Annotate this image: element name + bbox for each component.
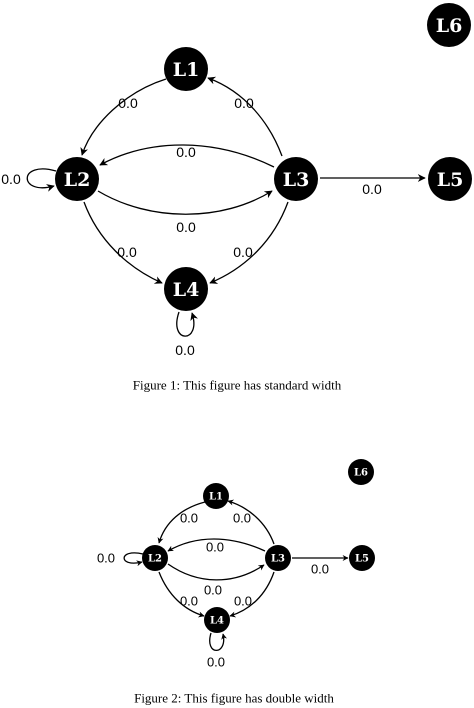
edge-label-l1-l2: 0.0 xyxy=(180,511,198,526)
node-l5: L5 xyxy=(349,545,375,571)
node-label-l3: L3 xyxy=(283,169,310,191)
node-label-l1: L1 xyxy=(209,492,223,503)
edge-l2-l2 xyxy=(123,552,144,567)
edge-l3-l1 xyxy=(227,499,275,545)
edge-label-l3-l1: 0.0 xyxy=(233,511,251,526)
edge-l2-l4 xyxy=(158,571,205,618)
node-l3: L3 xyxy=(274,157,318,201)
edge-label-l2-l3: 0.0 xyxy=(176,219,196,235)
edge-l3-l4 xyxy=(209,201,289,284)
edge-l2-l4 xyxy=(83,201,163,284)
node-label-l2: L2 xyxy=(148,554,162,565)
edge-l1-l2 xyxy=(80,78,167,156)
node-l6: L6 xyxy=(348,459,374,485)
edge-label-l3-l2: 0.0 xyxy=(206,540,224,555)
node-l1: L1 xyxy=(203,483,229,509)
edge-label-l3-l4: 0.0 xyxy=(233,244,253,260)
node-label-l1: L1 xyxy=(173,59,200,81)
edge-l4-l4 xyxy=(209,632,228,651)
edge-label-l2-l4: 0.0 xyxy=(180,594,198,609)
edge-label-l2-l3: 0.0 xyxy=(204,583,222,598)
edge-label-l2-l2: 0.0 xyxy=(97,551,115,566)
edge-l3-l1 xyxy=(207,76,283,157)
edge-l1-l2 xyxy=(157,501,206,544)
edge-label-l3-l1: 0.0 xyxy=(234,95,254,111)
node-label-l3: L3 xyxy=(271,554,285,565)
node-l4: L4 xyxy=(164,267,208,311)
edge-label-l4-l4: 0.0 xyxy=(175,342,195,358)
node-l1: L1 xyxy=(164,47,208,91)
node-l2: L2 xyxy=(142,545,168,571)
node-l6: L6 xyxy=(427,3,471,47)
edge-label-l2-l2: 0.0 xyxy=(1,171,21,187)
node-label-l6: L6 xyxy=(354,468,368,479)
edge-label-l3-l2: 0.0 xyxy=(176,144,196,160)
node-label-l5: L5 xyxy=(355,554,369,565)
edge-l3-l2 xyxy=(167,538,266,552)
figure-1: 0.0 0.0 0.0 0.0 0.0 0.0 0.0 0.0 0.0 L1 L… xyxy=(1,3,472,393)
figure-2-caption: Figure 2: This figure has double width xyxy=(134,691,334,706)
node-label-l6: L6 xyxy=(436,15,463,37)
edge-l2-l3 xyxy=(97,190,273,215)
edge-l3-l2 xyxy=(99,144,275,168)
node-label-l5: L5 xyxy=(437,169,464,191)
node-label-l4: L4 xyxy=(210,616,224,627)
edge-l4-l4 xyxy=(176,311,199,337)
edge-l2-l3 xyxy=(167,563,265,581)
node-l4: L4 xyxy=(204,607,230,633)
edge-label-l3-l5: 0.0 xyxy=(362,181,382,197)
edge-l3-l4 xyxy=(229,571,275,618)
node-l5: L5 xyxy=(428,157,472,201)
node-label-l2: L2 xyxy=(64,169,91,191)
node-l2: L2 xyxy=(55,157,99,201)
edge-label-l2-l4: 0.0 xyxy=(117,244,137,260)
node-l3: L3 xyxy=(265,545,291,571)
figure-2: 0.0 0.0 0.0 0.0 0.0 0.0 0.0 0.0 0.0 L1 L… xyxy=(97,459,375,706)
edge-label-l1-l2: 0.0 xyxy=(118,95,138,111)
figure-1-caption: Figure 1: This figure has standard width xyxy=(133,378,342,393)
edge-label-l3-l4: 0.0 xyxy=(234,594,252,609)
edge-label-l4-l4: 0.0 xyxy=(207,655,225,670)
node-label-l4: L4 xyxy=(173,279,200,301)
edge-l2-l2 xyxy=(26,168,57,192)
edge-label-l3-l5: 0.0 xyxy=(311,562,329,577)
